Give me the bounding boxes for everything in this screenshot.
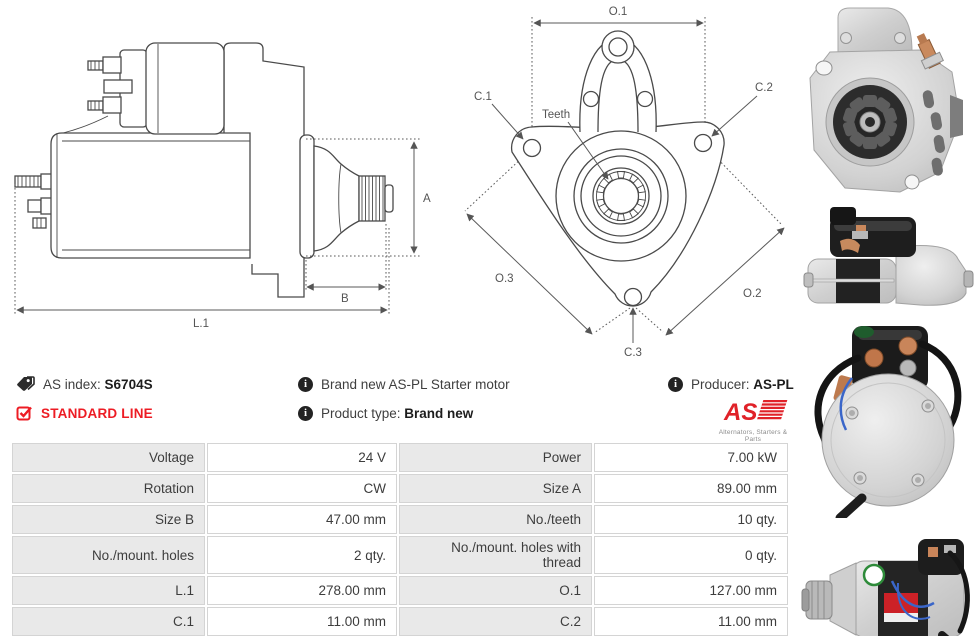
info-column-middle: i Brand new AS-PL Starter motor i Produc… [298, 374, 510, 423]
table-row: L.1 278.00 mm O.1 127.00 mm [12, 576, 788, 605]
dim-label-o3: O.3 [495, 273, 514, 285]
info-icon: i [668, 376, 683, 392]
svg-text:AS: AS [723, 399, 757, 424]
spec-label: C.1 [12, 607, 205, 636]
dim-label-a: A [423, 193, 431, 205]
dim-label-b: B [341, 293, 349, 305]
spec-label: No./mount. holes [12, 536, 205, 574]
tag-icon [17, 376, 35, 391]
as-pl-logo-mark: AS [723, 399, 788, 426]
table-row: Size B 47.00 mm No./teeth 10 qty. [12, 505, 788, 534]
product-photo-rear-view[interactable] [800, 318, 976, 523]
table-row: C.1 11.00 mm C.2 11.00 mm [12, 607, 788, 636]
spec-value: 47.00 mm [207, 505, 397, 534]
dim-label-c3: C.3 [624, 347, 642, 359]
dim-label-c1: C.1 [474, 91, 492, 103]
as-index-row: AS index: S6704S [16, 374, 153, 394]
info-column-left: AS index: S6704S STANDARD LINE [16, 374, 153, 423]
spec-value: CW [207, 474, 397, 503]
spec-label: Voltage [12, 443, 205, 472]
spec-value: 10 qty. [593, 505, 788, 534]
product-photo-front-view[interactable] [800, 0, 976, 196]
side-view-technical-drawing: A B L.1 [14, 42, 431, 330]
photo-gallery [800, 0, 976, 636]
front-view-technical-drawing: O.1 O.3 O.2 [464, 6, 785, 359]
as-index-text: AS index: S6704S [43, 376, 153, 392]
spec-value: 2 qty. [207, 536, 397, 574]
standard-line-label: STANDARD LINE [41, 405, 153, 421]
spec-table: Voltage 24 V Power 7.00 kW Rotation CW S… [10, 441, 790, 636]
standard-line-row: STANDARD LINE [16, 403, 153, 423]
spec-value: 127.00 mm [593, 576, 788, 605]
dim-label-l1: L.1 [193, 318, 209, 330]
as-pl-logo-tagline: Alternators, Starters & Parts [718, 429, 788, 443]
spec-label: No./teeth [398, 505, 592, 534]
spec-value: 11.00 mm [207, 607, 397, 636]
producer-row: i Producer: AS-PL [668, 374, 794, 394]
spec-label: L.1 [12, 576, 205, 605]
spec-value: 7.00 kW [593, 443, 788, 472]
spec-label: Rotation [12, 474, 205, 503]
spec-value: 24 V [207, 443, 397, 472]
table-row: No./mount. holes 2 qty. No./mount. holes… [12, 536, 788, 574]
spec-value: 89.00 mm [593, 474, 788, 503]
spec-label: No./mount. holes with thread [398, 536, 592, 574]
dim-label-o1: O.1 [609, 6, 628, 18]
brand-new-text: Brand new AS-PL Starter motor [321, 376, 510, 392]
dim-label-o2: O.2 [743, 288, 762, 300]
gear-teeth [596, 171, 646, 221]
info-icon: i [298, 376, 313, 392]
checkbox-checked-icon [16, 406, 32, 421]
spec-label: C.2 [398, 607, 592, 636]
spec-label: Size B [12, 505, 205, 534]
product-type-text: Product type: Brand new [321, 405, 474, 421]
product-photo-side-view-wired[interactable] [800, 523, 976, 636]
spec-value: 0 qty. [593, 536, 788, 574]
as-pl-logo: AS Alternators, Starters & Parts [712, 398, 794, 443]
info-column-right: i Producer: AS-PL AS Alternators, Starte… [668, 374, 794, 443]
copper-terminal [916, 33, 944, 70]
spec-label: Power [398, 443, 592, 472]
producer-text: Producer: AS-PL [691, 376, 794, 392]
spec-value: 278.00 mm [207, 576, 397, 605]
info-icon: i [298, 405, 313, 421]
brand-new-row: i Brand new AS-PL Starter motor [298, 374, 510, 394]
dim-label-c2: C.2 [755, 82, 773, 94]
spec-label: Size A [398, 474, 592, 503]
rear-bolts [845, 399, 935, 487]
teeth-label: Teeth [542, 109, 570, 121]
table-row: Voltage 24 V Power 7.00 kW [12, 443, 788, 472]
product-photo-side-view[interactable] [800, 201, 976, 313]
table-row: Rotation CW Size A 89.00 mm [12, 474, 788, 503]
product-type-row: i Product type: Brand new [298, 403, 510, 423]
spec-label: O.1 [398, 576, 592, 605]
spec-value: 11.00 mm [593, 607, 788, 636]
